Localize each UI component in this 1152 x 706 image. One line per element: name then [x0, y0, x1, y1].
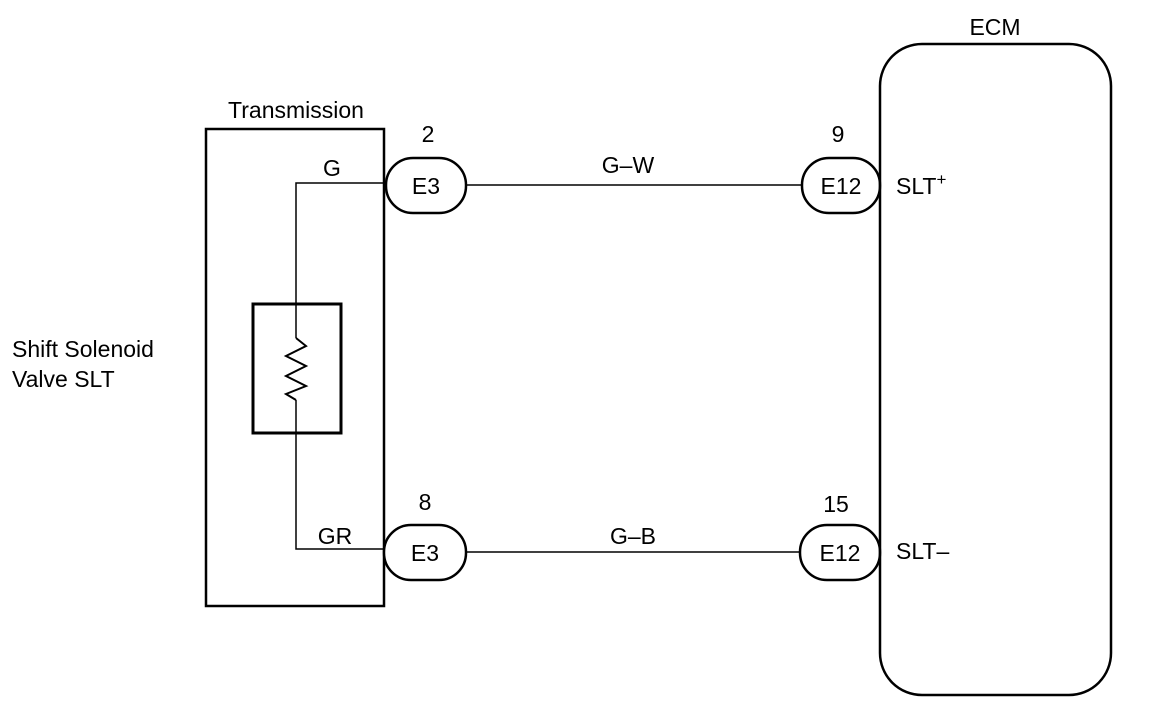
connector-e3-top-id: E3 — [412, 173, 440, 199]
connector-e3-top-pin: 2 — [422, 121, 435, 147]
transmission-title: Transmission — [228, 97, 364, 123]
connector-e3-bottom — [382, 523, 468, 582]
connector-e3-top — [384, 156, 468, 215]
solenoid-box — [251, 302, 343, 435]
connector-e12-top-pin: 9 — [832, 121, 845, 147]
wire-label-g: G — [323, 155, 341, 181]
ecm-box — [878, 42, 1113, 697]
resistor-coil-icon — [283, 337, 309, 401]
transmission-box — [204, 127, 386, 608]
ecm-pin-slt-minus: SLT– — [896, 538, 949, 564]
connector-e3-bottom-id: E3 — [411, 540, 439, 566]
wire-color-bottom: G–B — [610, 523, 656, 549]
solenoid-label-line1: Shift Solenoid — [12, 336, 154, 362]
connector-e3-bottom-pin: 8 — [419, 489, 432, 515]
ecm-pin-slt-plus: SLT+ — [896, 170, 946, 199]
wire-label-gr: GR — [318, 523, 353, 549]
ecm-pin-slt-plus-sign: + — [936, 170, 946, 189]
wire-color-top: G–W — [602, 152, 655, 178]
ecm-pin-slt-plus-name: SLT — [896, 173, 936, 199]
connector-e12-top-id: E12 — [821, 173, 862, 199]
solenoid-label-line2: Valve SLT — [12, 366, 115, 392]
ecm-title: ECM — [969, 14, 1020, 40]
connector-e12-bottom-id: E12 — [820, 540, 861, 566]
connector-e12-bottom-pin: 15 — [823, 491, 849, 517]
